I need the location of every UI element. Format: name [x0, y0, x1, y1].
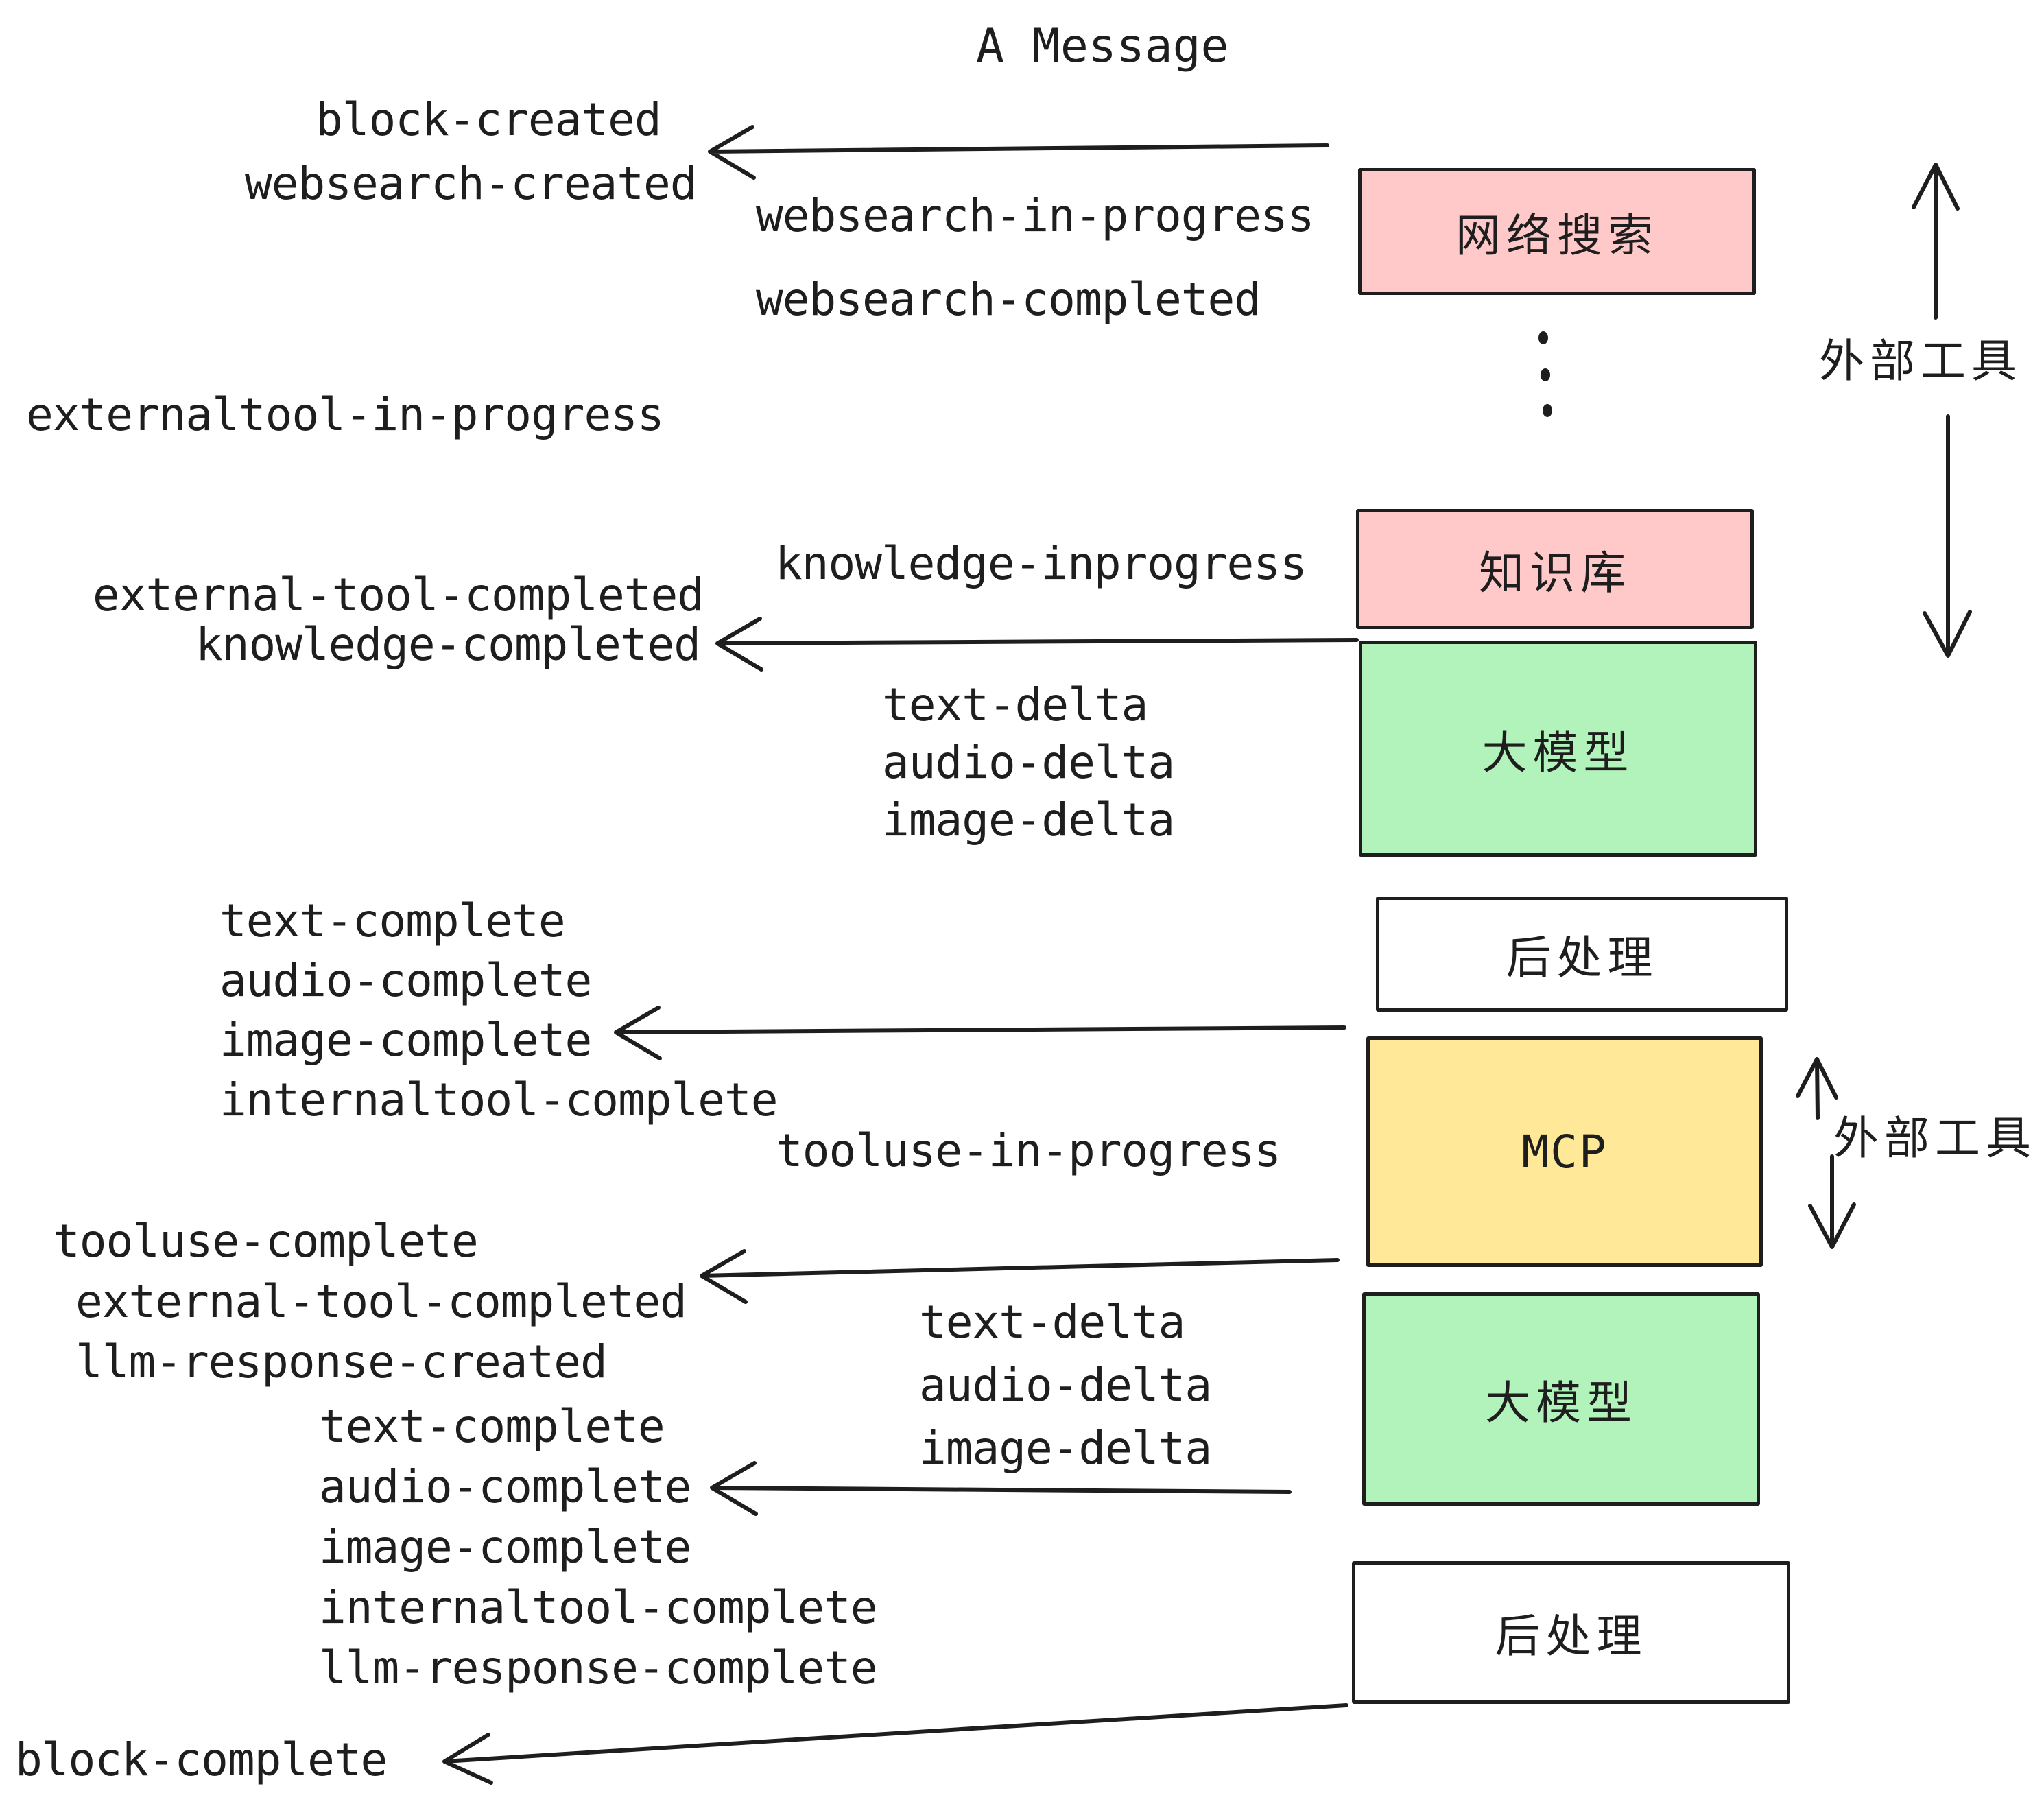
event-label-websearch-created: websearch-created [245, 157, 698, 210]
arrow-websearch-to-block-created [708, 125, 1329, 180]
event-label-audio-complete: audio-complete [219, 954, 592, 1007]
event-label-text-complete: text-complete [219, 894, 566, 947]
event-label-llm-response-complete: llm-response-complete [319, 1641, 877, 1694]
flow-box-postprocess-1-label: 后处理 [1506, 931, 1659, 984]
diagram-title: A Message [976, 19, 1229, 73]
arrow-external-tools-up-2 [1796, 1057, 1838, 1120]
flow-box-llm-1: 大模型 [1359, 641, 1757, 857]
flow-box-llm-2-label: 大模型 [1485, 1376, 1637, 1429]
event-label-text-delta: text-delta [882, 678, 1148, 731]
flow-box-llm-2: 大模型 [1362, 1292, 1760, 1506]
arrow-external-tools-down-2 [1808, 1154, 1856, 1249]
flow-box-mcp: MCP [1366, 1036, 1763, 1267]
flow-box-websearch: 网络搜索 [1358, 168, 1756, 295]
event-label-text-delta-2: text-delta [919, 1296, 1185, 1349]
event-label-internaltool-complete: internaltool-complete [219, 1073, 778, 1126]
flow-box-postprocess-2: 后处理 [1352, 1561, 1790, 1704]
event-label-audio-delta-2: audio-delta [919, 1359, 1212, 1412]
event-label-audio-complete-2: audio-complete [319, 1460, 691, 1513]
event-label-internaltool-complete-2: internaltool-complete [319, 1581, 877, 1634]
event-label-external-tool-completed-2: external-tool-completed [75, 1275, 687, 1328]
event-label-block-created: block-created [316, 93, 662, 146]
side-label-external-tools-top: 外部工具 [1819, 335, 2022, 388]
event-label-audio-delta: audio-delta [882, 736, 1175, 789]
ellipsis-dot [1541, 368, 1550, 381]
event-label-text-complete-2: text-complete [319, 1400, 665, 1453]
event-label-image-complete: image-complete [219, 1014, 592, 1067]
event-label-tooluse-in-progress: tooluse-in-progress [776, 1124, 1281, 1177]
event-label-knowledge-completed: knowledge-completed [195, 618, 701, 671]
event-label-image-delta: image-delta [882, 794, 1175, 846]
arrow-external-tools-down-1 [1923, 414, 1972, 658]
event-label-knowledge-inprogress: knowledge-inprogress [775, 537, 1307, 590]
arrow-to-internaltool-complete [614, 1006, 1346, 1060]
arrow-to-block-complete [442, 1703, 1348, 1785]
arrow-external-tools-up-1 [1912, 163, 1960, 320]
event-label-image-delta-2: image-delta [919, 1422, 1212, 1475]
event-label-websearch-completed: websearch-completed [756, 273, 1261, 326]
ellipsis-dot [1538, 331, 1548, 344]
flow-box-llm-1-label: 大模型 [1482, 726, 1635, 779]
ellipsis-dot [1543, 404, 1552, 417]
side-label-external-tools-mid: 外部工具 [1833, 1112, 2036, 1165]
flow-box-knowledge-label: 知识库 [1479, 546, 1631, 600]
event-label-websearch-in-progress: websearch-in-progress [756, 189, 1314, 242]
flow-box-postprocess-1: 后处理 [1376, 897, 1788, 1012]
arrow-to-knowledge-completed [715, 617, 1359, 672]
flow-box-knowledge: 知识库 [1356, 509, 1754, 629]
event-label-block-complete: block-complete [15, 1733, 388, 1786]
flow-box-postprocess-2-label: 后处理 [1495, 1610, 1648, 1663]
flow-box-websearch-label: 网络搜索 [1455, 209, 1659, 262]
event-label-image-complete-2: image-complete [319, 1521, 691, 1574]
event-label-llm-response-created: llm-response-created [75, 1336, 608, 1388]
event-label-external-tool-completed: external-tool-completed [93, 569, 704, 621]
flow-box-mcp-label: MCP [1521, 1125, 1608, 1178]
event-label-externaltool-in-progress: externaltool-in-progress [26, 388, 665, 441]
event-label-tooluse-complete: tooluse-complete [53, 1215, 479, 1268]
